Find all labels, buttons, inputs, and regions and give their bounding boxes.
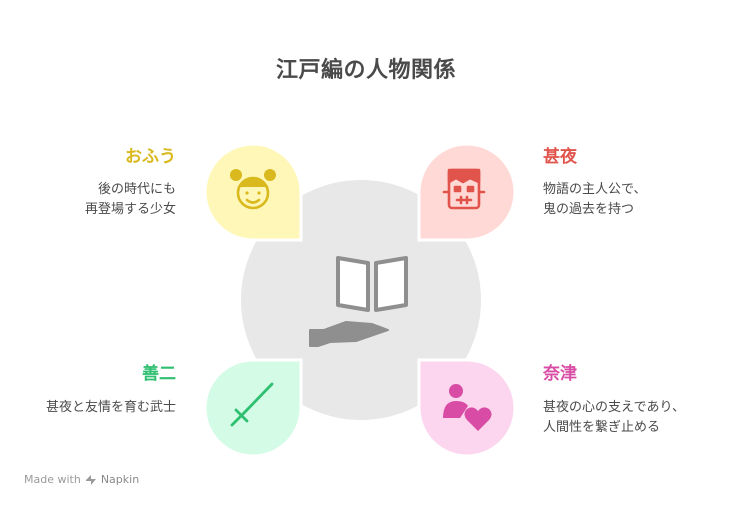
sword-icon [230,382,274,427]
zenji-description: 甚夜と友情を育む武士 [45,400,176,415]
ofuu-name: おふう [125,147,176,167]
watermark: Made with Napkin [24,473,139,486]
jinya-description: 物語の主人公で、 鬼の過去を持つ [543,182,647,217]
natsu-description: 甚夜の心の支えであり、 人間性を繋ぎ止める [543,400,685,435]
petal-jinya [417,142,517,242]
ofuu-description: 後の時代にも 再登場する少女 [84,182,176,217]
watermark-brand: Napkin [100,473,140,486]
person-heart-icon [443,384,492,431]
petal-zenji [203,358,303,458]
book-in-hand-icon [309,256,408,347]
petal-natsu [417,358,517,458]
napkin-logo-icon [85,474,96,485]
monster-face-icon [442,168,486,210]
petal-ofuu [203,142,303,242]
girl-face-icon [230,169,276,210]
watermark-prefix: Made with [24,473,81,486]
page-title: 江戸編の人物関係 [275,58,456,83]
natsu-name: 奈津 [543,364,577,384]
jinya-name: 甚夜 [543,147,577,167]
zenji-name: 善二 [142,364,176,384]
